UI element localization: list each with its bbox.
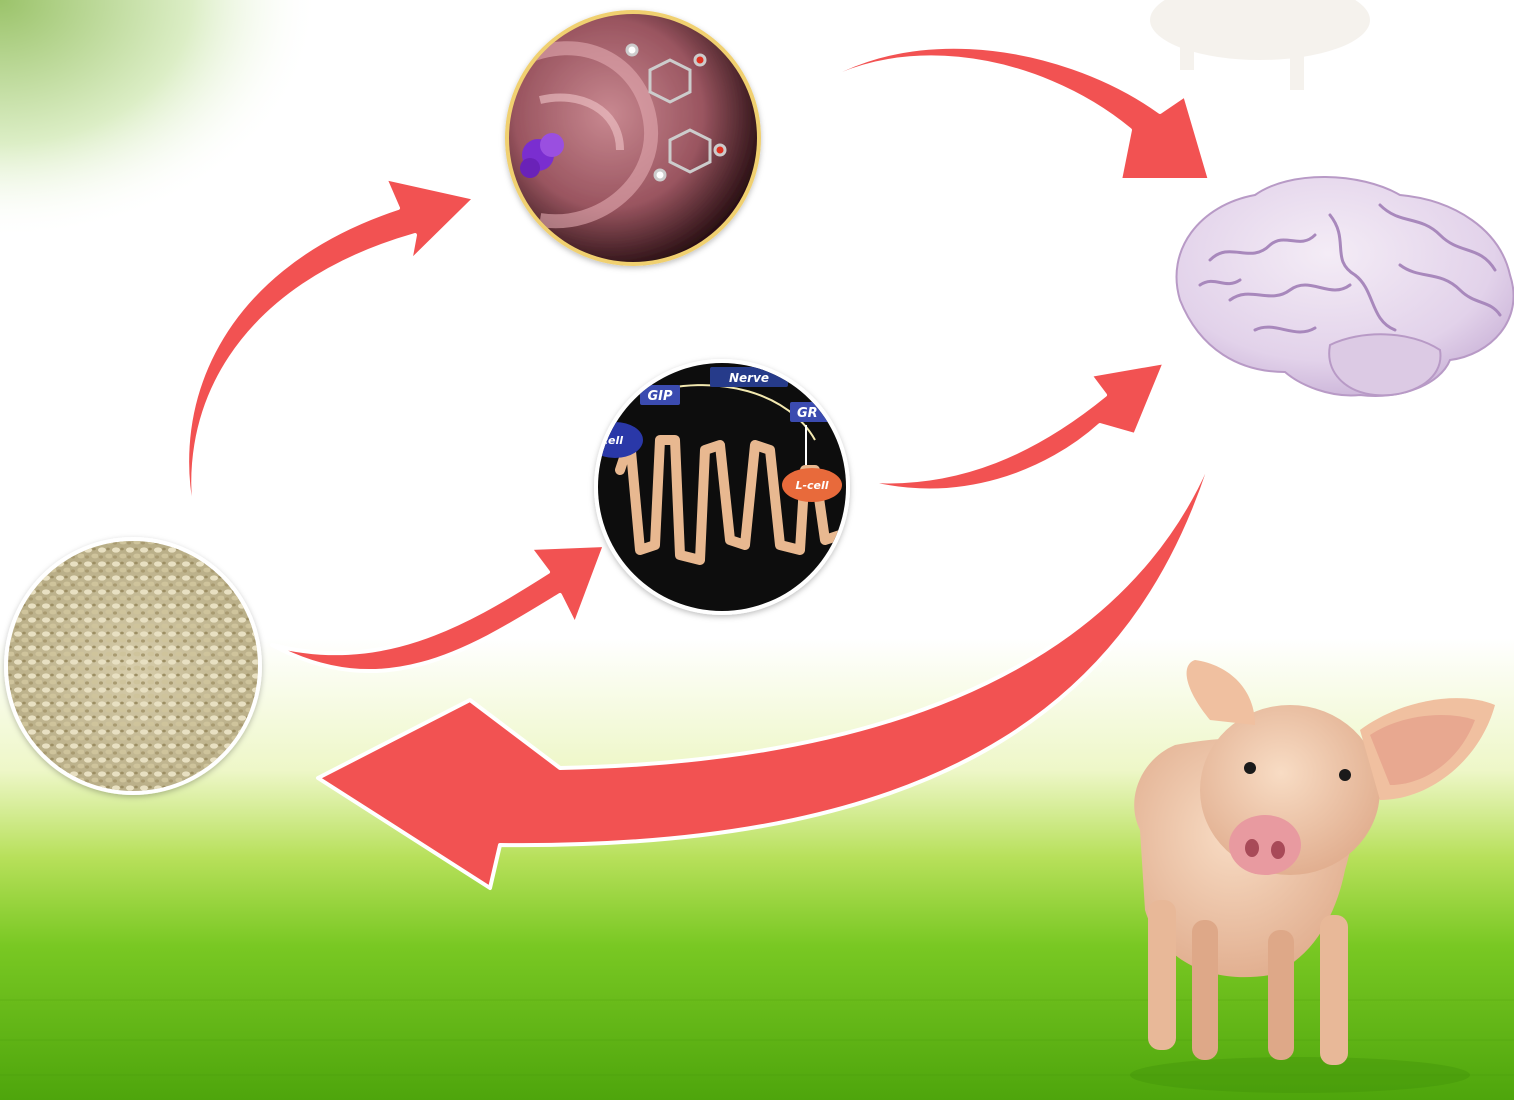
gut-label-nerve: Nerve (729, 371, 769, 385)
gut-label-gip: GIP (647, 389, 673, 404)
gut-label-gr: GR (797, 406, 818, 421)
background-foliage (0, 0, 320, 240)
gut-label-lcell: L-cell (795, 479, 828, 492)
